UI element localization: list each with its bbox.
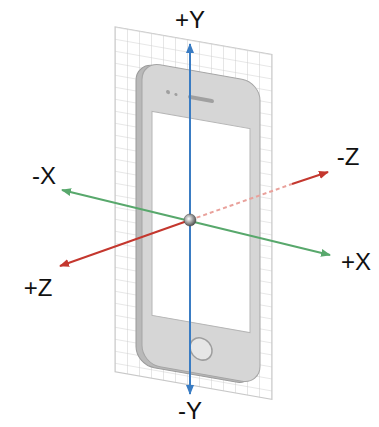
grid-lines xyxy=(115,27,272,400)
axis-label: -X xyxy=(32,164,56,188)
origin-sphere xyxy=(184,214,196,226)
z-axis-hidden xyxy=(190,184,292,220)
axis-label: -Y xyxy=(178,399,202,423)
grid-plane xyxy=(115,27,272,400)
phone-sensor xyxy=(175,93,178,97)
phone-speaker xyxy=(188,95,214,104)
x-axis xyxy=(62,190,330,255)
home-button xyxy=(190,336,212,362)
z-axis-back xyxy=(292,172,328,184)
axis-label: -Z xyxy=(337,145,360,169)
axis-label: +X xyxy=(341,250,371,274)
phone-camera xyxy=(166,90,170,95)
axis-label: +Y xyxy=(175,8,205,32)
phone-screen xyxy=(152,111,250,332)
axis-label: +Z xyxy=(24,276,53,300)
z-axis-front xyxy=(60,220,190,266)
